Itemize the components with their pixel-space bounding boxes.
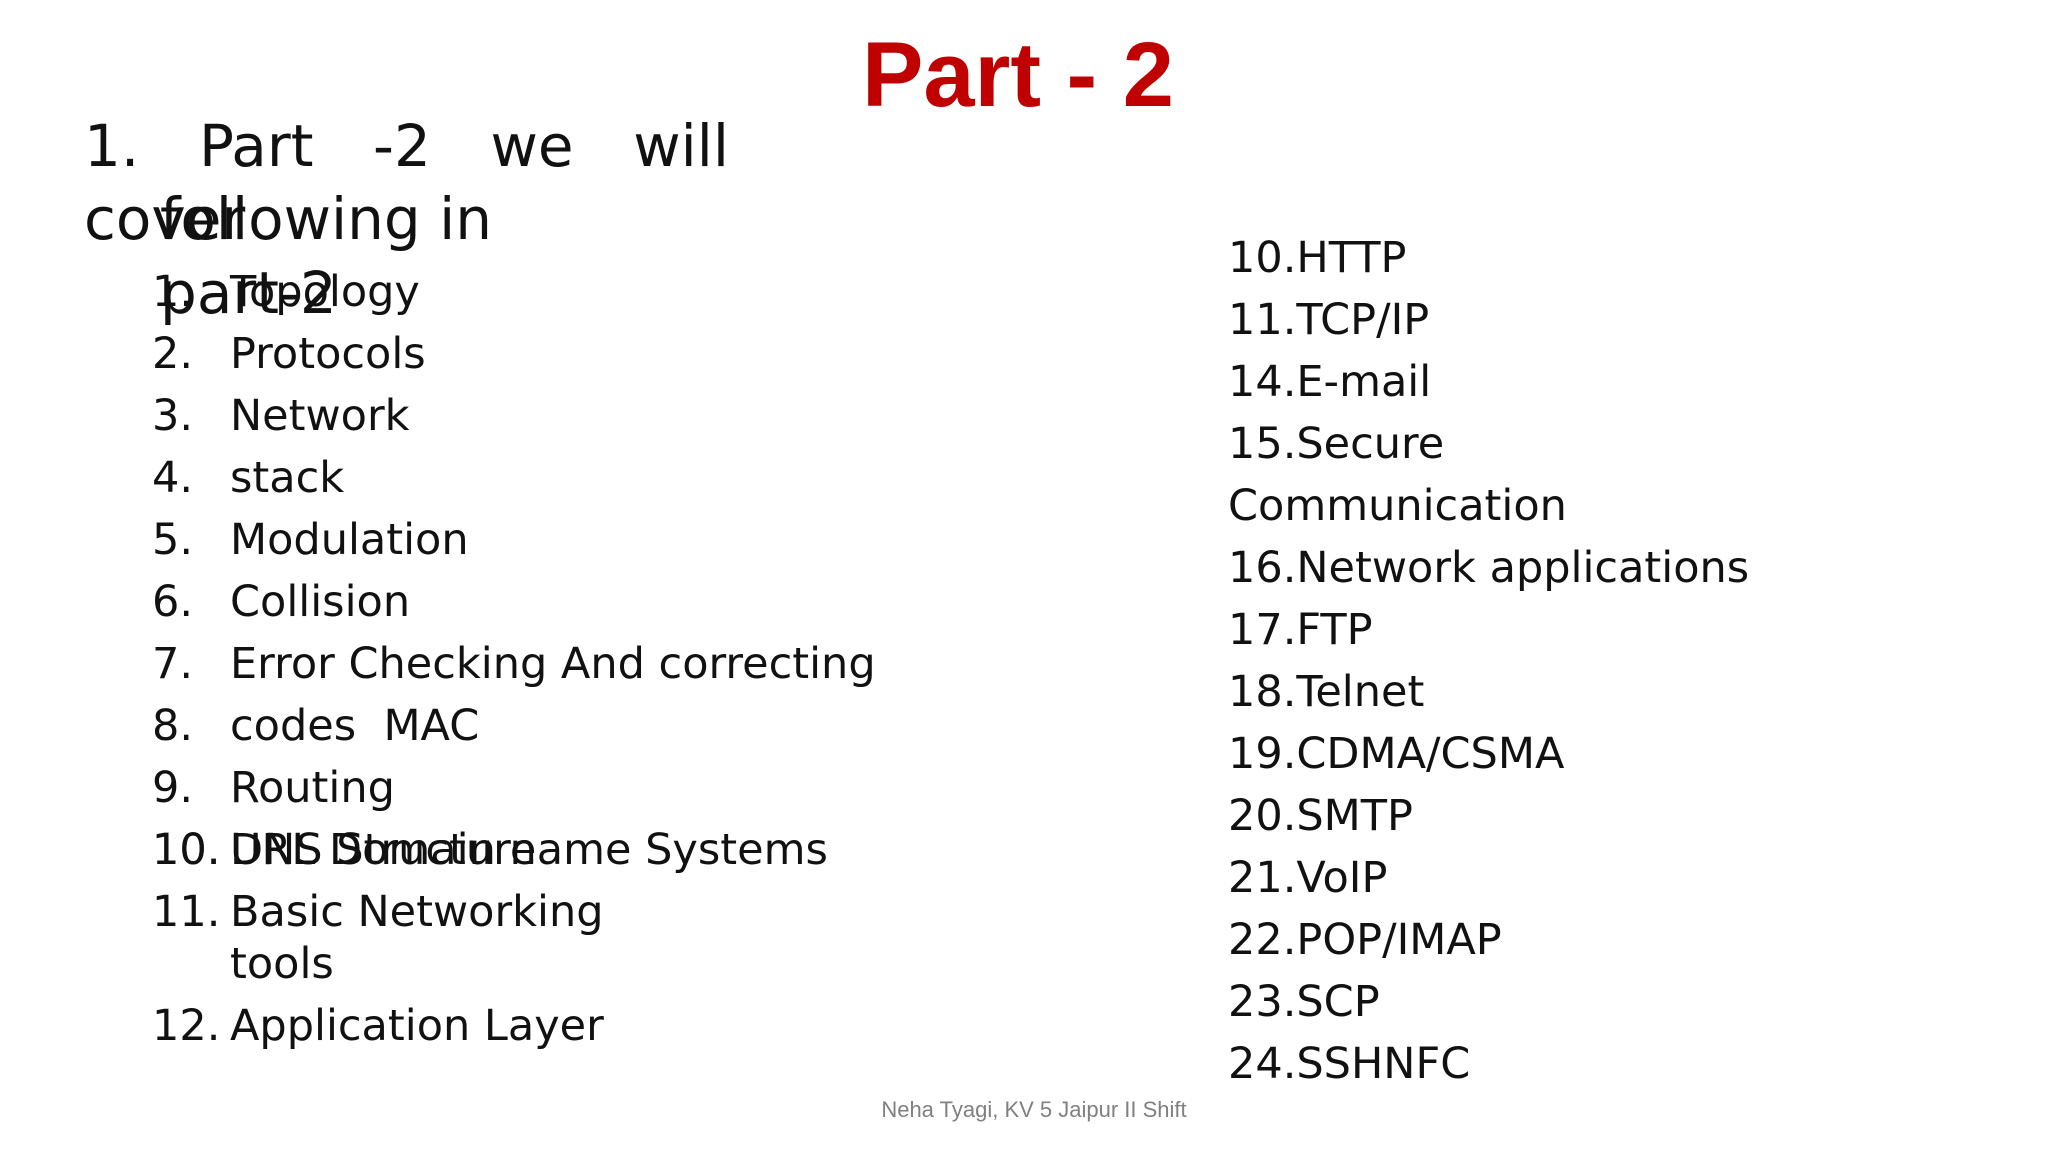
list-item: 19.CDMA/CSMA bbox=[1228, 729, 1565, 779]
list-item: 21.VoIP bbox=[1228, 853, 1388, 903]
list-number: 6. bbox=[152, 577, 194, 627]
list-item: 17.FTP bbox=[1228, 605, 1373, 655]
list-number: 1. bbox=[152, 267, 194, 317]
topic-list-left: 1. Topology 2. Protocols 3. Network 4. s… bbox=[152, 266, 1052, 1066]
list-item: 24.SSHNFC bbox=[1228, 1039, 1471, 1089]
list-text: Protocols bbox=[230, 329, 426, 379]
list-text: DNS Structure bbox=[230, 825, 537, 875]
list-text: Error Checking And correcting bbox=[230, 639, 876, 689]
slide-footer: Neha Tyagi, KV 5 Jaipur II Shift bbox=[881, 1097, 1187, 1122]
list-number: 4. bbox=[152, 453, 194, 503]
list-item: 23.SCP bbox=[1228, 977, 1380, 1027]
list-item: 14.E-mail bbox=[1228, 357, 1432, 407]
intro-line-1: 1. Part -2 we will bbox=[84, 110, 729, 182]
list-item: 20.SMTP bbox=[1228, 791, 1413, 841]
list-number: 5. bbox=[152, 515, 194, 565]
list-text: Application Layer bbox=[230, 1001, 604, 1051]
intro-line-3: part-2 bbox=[160, 259, 337, 327]
list-text: Modulation bbox=[230, 515, 469, 565]
list-number: 3. bbox=[152, 391, 194, 441]
list-item: 15.Secure bbox=[1228, 419, 1445, 469]
list-text: Network bbox=[230, 391, 410, 441]
intro-word: Part bbox=[198, 112, 314, 180]
list-text: Routing bbox=[230, 763, 395, 813]
list-text: stack bbox=[230, 453, 345, 503]
list-text: Topology bbox=[230, 267, 420, 317]
list-text: Collision bbox=[230, 577, 411, 627]
list-item: 22.POP/IMAP bbox=[1228, 915, 1502, 965]
list-item: 11.TCP/IP bbox=[1228, 295, 1430, 345]
list-item: 10.HTTP bbox=[1228, 233, 1407, 283]
list-number: 11. bbox=[152, 887, 221, 937]
list-number: 7. bbox=[152, 639, 194, 689]
list-item: 16.Network applications bbox=[1228, 543, 1750, 593]
list-text: Basic Networking bbox=[230, 887, 604, 937]
list-number: 8. bbox=[152, 701, 194, 751]
list-number: 12. bbox=[152, 1001, 221, 1051]
intro-cover-word: cover bbox=[84, 185, 246, 253]
intro-word: -2 bbox=[373, 112, 431, 180]
list-text: URL Domain name Systems bbox=[230, 825, 828, 875]
intro-word: we bbox=[490, 112, 574, 180]
list-item: 18.Telnet bbox=[1228, 667, 1425, 717]
list-text: codes MAC bbox=[230, 701, 480, 751]
slide-title: Part - 2 bbox=[862, 24, 1174, 126]
topic-list-right: 10.HTTP 11.TCP/IP 14.E-mail 15.Secure Co… bbox=[1228, 232, 1988, 1092]
list-number: 9. bbox=[152, 763, 194, 813]
list-number: 10. bbox=[152, 825, 221, 875]
list-number: 10. bbox=[152, 825, 221, 875]
list-number: 2. bbox=[152, 329, 194, 379]
intro-word: will bbox=[633, 112, 729, 180]
list-text: tools bbox=[230, 939, 334, 989]
intro-line-2: following in bbox=[160, 185, 493, 253]
list-item: Communication bbox=[1228, 481, 1567, 531]
intro-number: 1. bbox=[84, 112, 140, 180]
